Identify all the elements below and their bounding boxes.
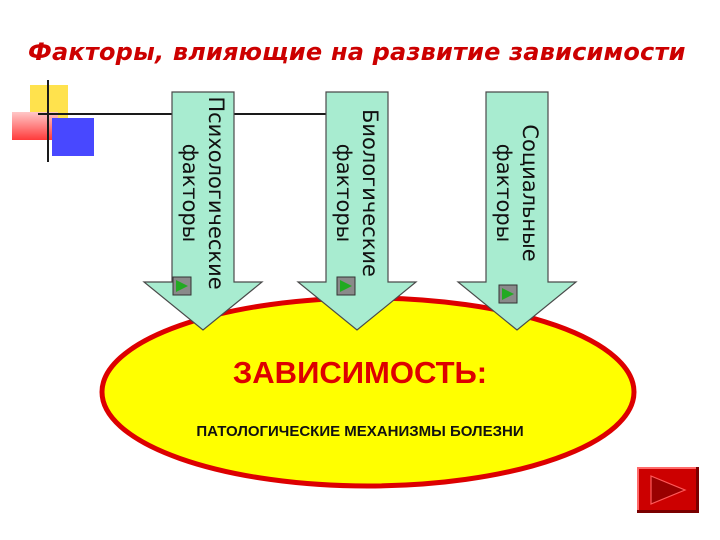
next-slide-icon bbox=[650, 475, 687, 505]
triangle-right-icon bbox=[502, 288, 514, 300]
next-slide-button[interactable] bbox=[637, 467, 699, 513]
triangle-right-icon bbox=[176, 280, 188, 292]
factor-label-social: Социальные факторы bbox=[489, 93, 545, 293]
factor-arrow-psychological bbox=[142, 91, 264, 331]
factor-label-line1: Социальные bbox=[518, 124, 542, 262]
factor-label-line2: факторы bbox=[178, 143, 202, 243]
decor-blue-square bbox=[52, 118, 94, 156]
factor-label-line2: факторы bbox=[492, 143, 516, 243]
dependency-ellipse bbox=[99, 295, 637, 489]
factor-label-line1: Биологические bbox=[358, 109, 382, 277]
decor-pink-square bbox=[12, 112, 58, 140]
factor-label-line2: факторы bbox=[332, 143, 356, 243]
center-subheading: ПАТОЛОГИЧЕСКИЕ МЕХАНИЗМЫ БОЛЕЗНИ bbox=[196, 423, 524, 440]
factor-arrow-social bbox=[456, 91, 578, 331]
factor-arrow-biological bbox=[296, 91, 418, 331]
triangle-right-icon bbox=[340, 280, 352, 292]
factor-label-line1: Психологические bbox=[204, 96, 228, 290]
factor-label-psychological: Психологические факторы bbox=[175, 93, 231, 293]
decor-vertical-line bbox=[47, 80, 49, 162]
slide-title: Факторы, влияющие на развитие зависимост… bbox=[28, 38, 686, 66]
factor-label-biological: Биологические факторы bbox=[329, 93, 385, 293]
center-heading: ЗАВИСИМОСТЬ: bbox=[232, 355, 488, 390]
